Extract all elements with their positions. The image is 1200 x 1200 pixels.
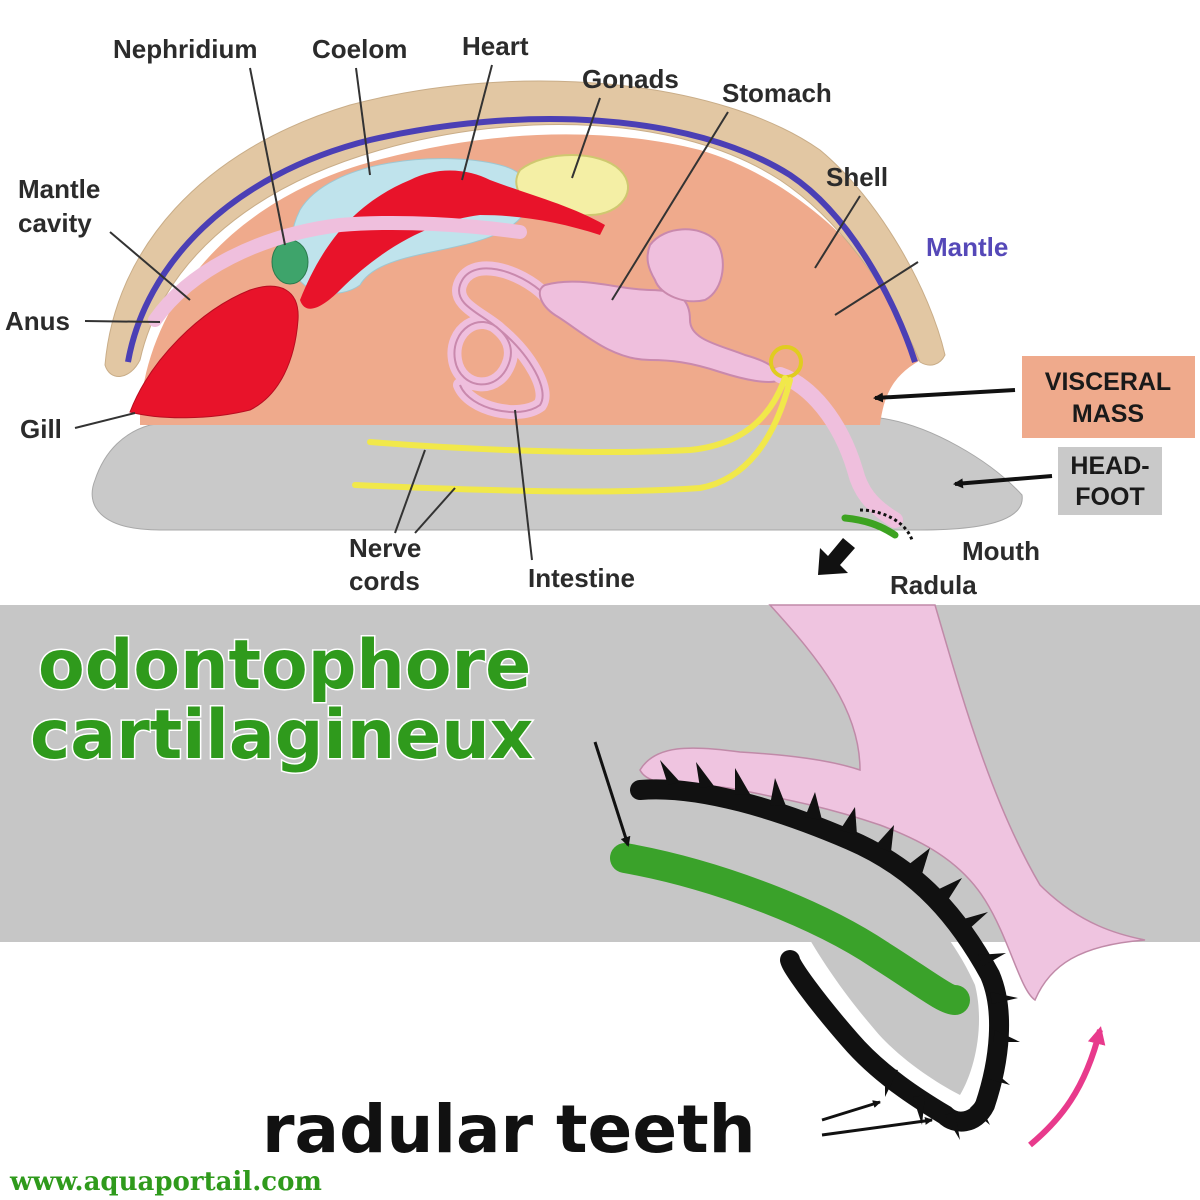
label-nerve-cords-line2: cords xyxy=(349,566,420,596)
label-stomach: Stomach xyxy=(722,78,832,108)
visceral-mass-label-line2: MASS xyxy=(1072,400,1144,428)
label-mantle-cavity-line1: Mantle xyxy=(18,174,100,204)
nerve-cord-upper xyxy=(367,375,788,456)
label-nerve-cords-line1: Nerve xyxy=(349,533,421,563)
label-mouth: Mouth xyxy=(962,536,1040,566)
visceral-mass-arrow xyxy=(873,388,1016,403)
zoom-arrow xyxy=(818,538,855,575)
visceral-mass-box xyxy=(1022,356,1195,438)
leader-lines xyxy=(74,64,919,561)
visceral-mass-label-line1: VISCERAL xyxy=(1045,368,1171,396)
label-intestine: Intestine xyxy=(528,563,635,593)
label-gill: Gill xyxy=(20,414,62,444)
intestine-outline xyxy=(453,267,546,413)
heart xyxy=(300,170,605,309)
label-mantle-cavity-line2: cavity xyxy=(18,208,92,238)
head-foot-label-line1: HEAD- xyxy=(1070,452,1149,480)
radular-teeth-arrow-2 xyxy=(821,1116,933,1137)
label-nephridium: Nephridium xyxy=(113,34,257,64)
motion-arrow xyxy=(1028,1026,1106,1148)
radula-small xyxy=(841,514,899,539)
watermark: www.aquaportail.com xyxy=(9,1167,322,1197)
label-mantle: Mantle xyxy=(926,232,1008,262)
radular-ribbon xyxy=(630,779,1010,1132)
radular-teeth-arrow-1 xyxy=(821,1100,881,1122)
head-foot-box xyxy=(1058,447,1162,515)
radular-teeth xyxy=(660,760,1020,1140)
label-gonads: Gonads xyxy=(582,64,679,94)
label-anus: Anus xyxy=(5,306,70,336)
radula-teeth-small xyxy=(859,508,914,541)
nephridium xyxy=(271,239,309,285)
odontophore-arrow xyxy=(593,741,631,847)
radula-inner xyxy=(650,800,980,1095)
label-shell: Shell xyxy=(826,162,888,192)
label-coelom: Coelom xyxy=(312,34,407,64)
head-foot-arrow xyxy=(953,474,1053,489)
digestive-gland xyxy=(646,228,724,303)
label-radula: Radula xyxy=(890,570,977,600)
head-foot-label-line2: FOOT xyxy=(1075,483,1144,511)
radular-teeth-label: radular teeth xyxy=(262,1091,756,1168)
label-heart: Heart xyxy=(462,31,529,61)
nerve-cord-lower xyxy=(352,377,793,495)
odontophore-label-line1: odontophore xyxy=(38,626,531,705)
esophagus xyxy=(772,367,903,528)
gill xyxy=(129,285,299,419)
mantle xyxy=(125,116,918,363)
buccal-tissue xyxy=(639,604,1146,1002)
odontophore-cartilage xyxy=(610,843,970,1015)
rectum-tube xyxy=(148,215,527,327)
odontophore-label-line2: cartilagineux xyxy=(30,696,534,775)
